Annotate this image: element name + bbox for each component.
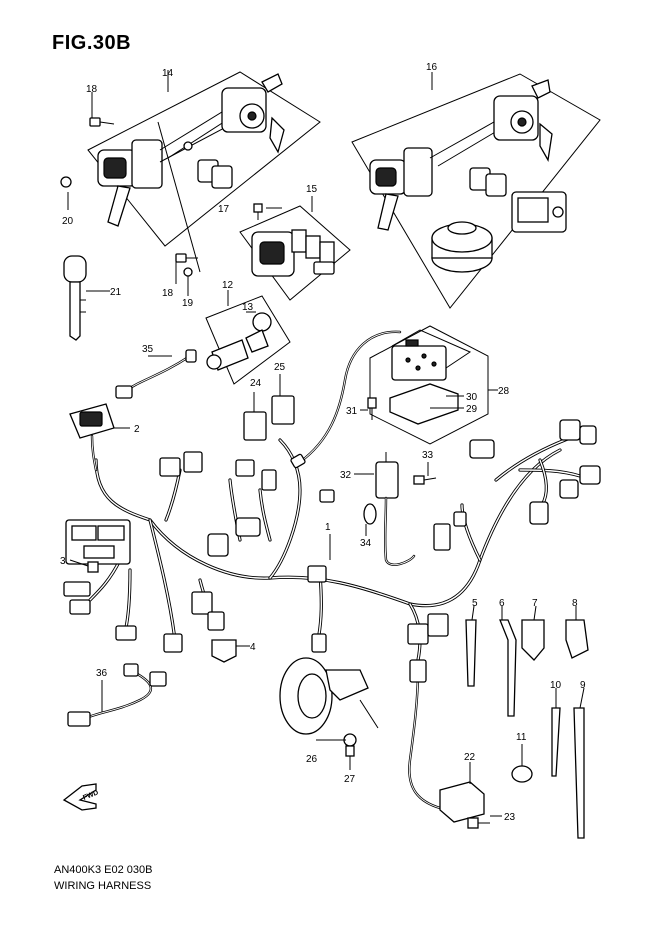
clamps-and-ties xyxy=(465,619,589,839)
part-22-sensor xyxy=(408,659,490,829)
figure-title: FIG.30B xyxy=(52,32,132,54)
callout-35: 35 xyxy=(142,344,154,355)
part-25-relay xyxy=(271,395,295,425)
callout-27: 27 xyxy=(344,774,356,785)
forward-direction-arrow: FWD xyxy=(62,783,100,811)
callout-34: 34 xyxy=(360,538,372,549)
part-3 xyxy=(87,561,99,573)
callout-32: 32 xyxy=(340,470,352,481)
callout-25: 25 xyxy=(274,362,286,373)
callout-6: 6 xyxy=(499,598,505,609)
part-group-12-13 xyxy=(205,290,291,385)
callout-7: 7 xyxy=(532,598,538,609)
part-group-28-relay xyxy=(369,325,489,445)
callout-4: 4 xyxy=(250,642,256,653)
main-wiring-harness xyxy=(63,419,601,662)
callout-1: 1 xyxy=(325,522,331,533)
callout-2: 2 xyxy=(134,424,140,435)
part-21-key xyxy=(63,255,87,341)
callout-8: 8 xyxy=(572,598,578,609)
part-36-sub-harness xyxy=(67,663,167,727)
part-2-switch xyxy=(69,403,115,472)
part-group-16-lock-set xyxy=(351,72,601,309)
part-group-14-ignition-switch-set xyxy=(87,71,321,273)
callout-14: 14 xyxy=(162,68,174,79)
callout-13: 13 xyxy=(242,302,254,313)
part-32-sensor xyxy=(363,452,416,566)
callout-17: 17 xyxy=(218,204,230,215)
callout-5: 5 xyxy=(472,598,478,609)
part-group-15 xyxy=(239,196,351,301)
callout-labels: 1 2 3 4 5 6 7 8 9 10 11 12 13 14 15 16 1… xyxy=(60,62,586,823)
part-35-lead xyxy=(115,349,197,399)
callout-20: 20 xyxy=(62,216,74,227)
callout-22: 22 xyxy=(464,752,476,763)
callout-10: 10 xyxy=(550,680,562,691)
callout-3: 3 xyxy=(60,556,66,567)
callout-21: 21 xyxy=(110,287,122,298)
callout-16: 16 xyxy=(426,62,438,73)
callout-28: 28 xyxy=(498,386,510,397)
callout-24: 24 xyxy=(250,378,262,389)
callout-18a: 18 xyxy=(86,84,98,95)
callout-11: 11 xyxy=(516,732,527,743)
callout-9: 9 xyxy=(580,680,586,691)
callout-29: 29 xyxy=(466,404,478,415)
callout-30: 30 xyxy=(466,392,478,403)
figure-name: WIRING HARNESS xyxy=(54,880,152,892)
callout-12: 12 xyxy=(222,280,234,291)
part-26-horn xyxy=(279,657,369,757)
callout-26: 26 xyxy=(306,754,318,765)
part-4 xyxy=(211,639,237,663)
callout-19: 19 xyxy=(182,298,194,309)
part-24-relay xyxy=(243,411,267,441)
leader-lines xyxy=(67,70,585,817)
callout-31: 31 xyxy=(346,406,358,417)
callout-36: 36 xyxy=(96,668,108,679)
callout-33: 33 xyxy=(422,450,434,461)
callout-23: 23 xyxy=(504,812,516,823)
callout-15: 15 xyxy=(306,184,318,195)
callout-18b: 18 xyxy=(162,288,174,299)
figure-code: AN400K3 E02 030B xyxy=(54,864,153,876)
